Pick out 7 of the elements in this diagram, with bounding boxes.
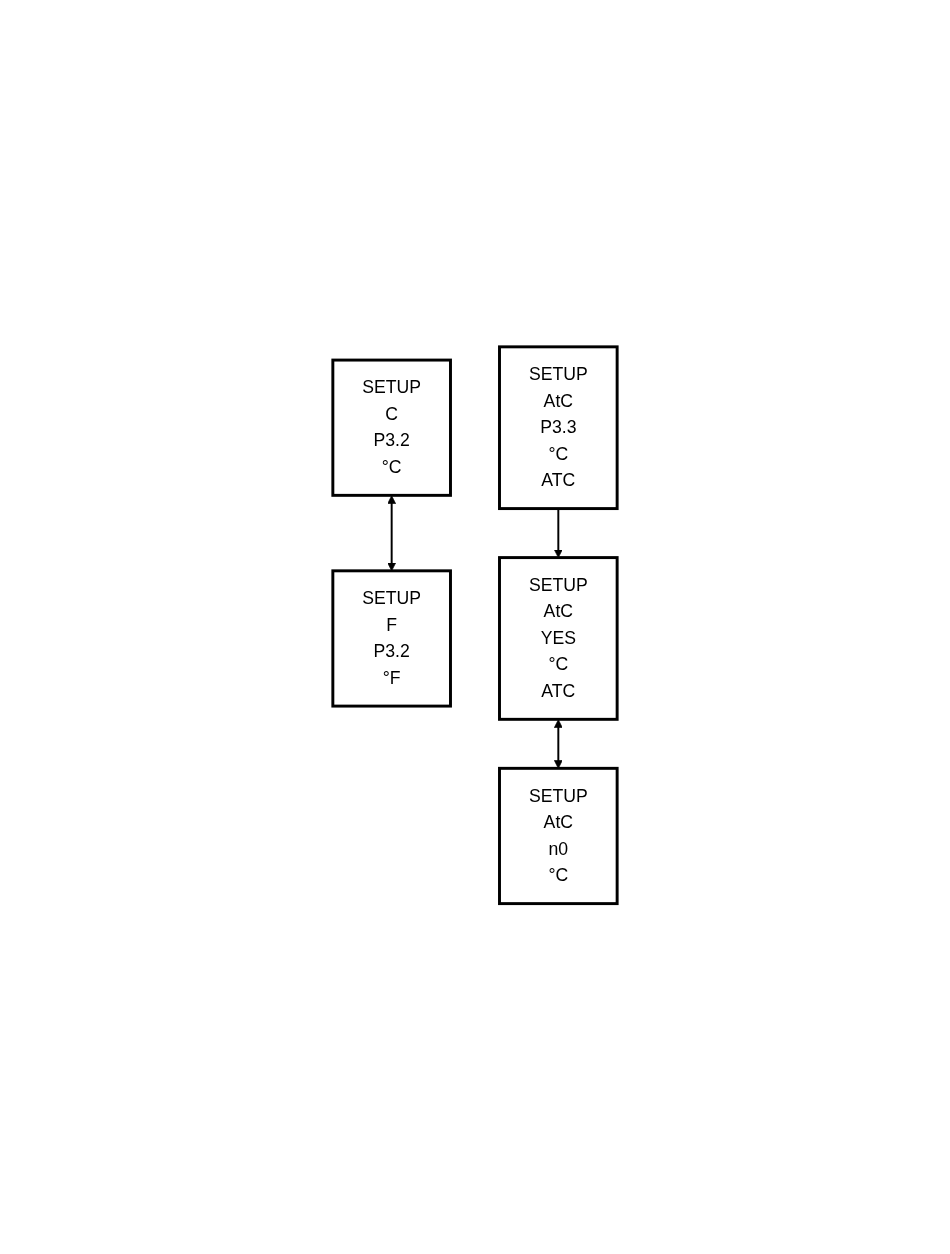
node-box: SETUP C P3.2 °C [331, 358, 452, 497]
node-box: SETUP AtC n0 °C [498, 766, 619, 905]
node-box: SETUP AtC YES °C ATC [498, 555, 619, 721]
node-box: SETUP AtC P3.3 °C ATC [498, 345, 619, 510]
arrow [554, 719, 563, 769]
node-box: SETUP F P3.2 °F [331, 569, 452, 708]
arrow [387, 495, 396, 571]
